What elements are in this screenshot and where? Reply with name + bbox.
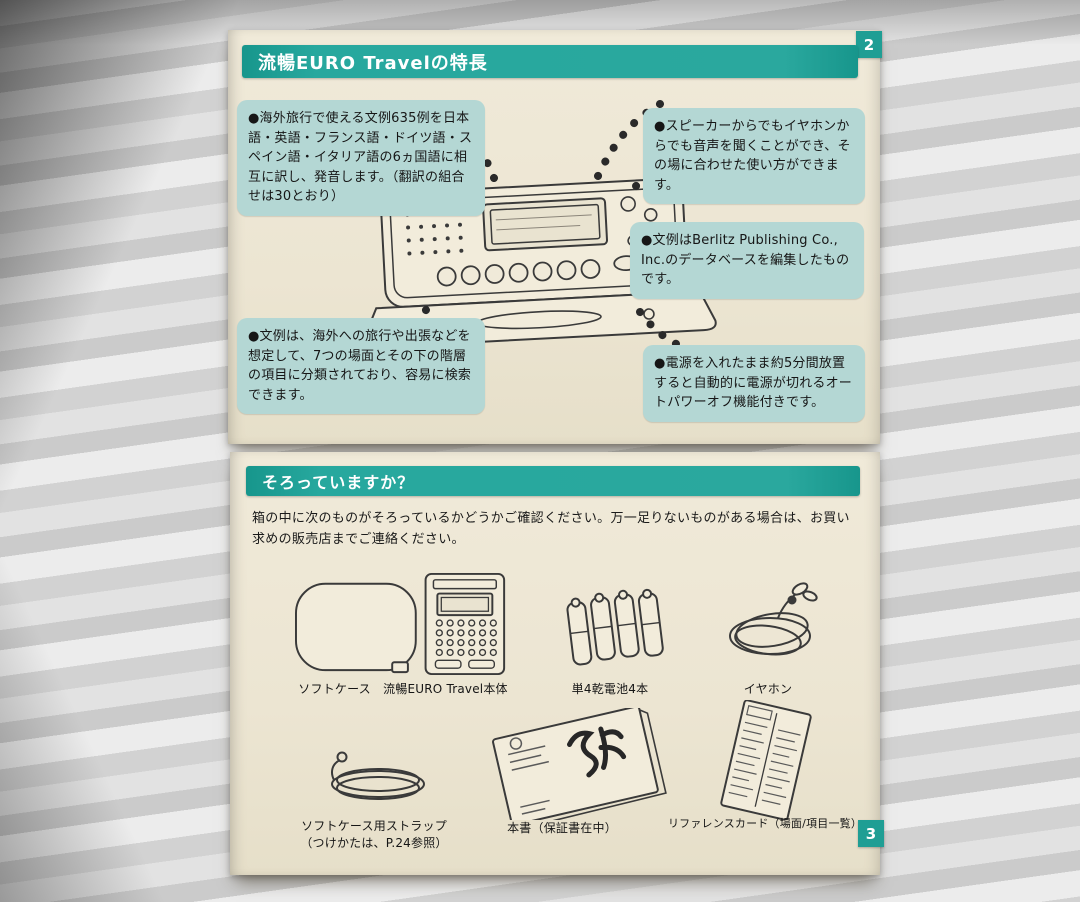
softcase-device-illustration <box>295 572 506 676</box>
earphone-illustration <box>729 582 818 656</box>
strap-caption: ソフトケース用ストラップ （つけかたは、P.24参照） <box>300 819 448 851</box>
page2-header-bar: 流暢EURO Travelの特長 <box>242 45 858 78</box>
feature-box-languages-text: ●海外旅行で使える文例635例を日本語・英語・フランス語・ドイツ語・スペイン語・… <box>248 111 473 204</box>
feature-box-berlitz: ●文例はBerlitz Publishing Co., Inc.のデータベースを… <box>630 222 864 299</box>
contents-check-intro: 箱の中に次のものがそろっているかどうかご確認ください。万一足りないものがある場合… <box>252 511 850 548</box>
softcase-device-caption: ソフトケース 流暢EURO Travel本体 <box>298 682 508 696</box>
reference-card-caption: リファレンスカード（場面/項目一覧） <box>667 817 863 830</box>
reference-card-illustration <box>720 700 812 820</box>
feature-box-autopower-text: ●電源を入れたまま約5分間放置すると自動的に電源が切れるオートパワーオフ機能付き… <box>654 356 853 410</box>
manual-page-3: そろっていますか？ 箱の中に次のものがそろっているかどうかご確認ください。万一足… <box>230 452 884 875</box>
feature-box-languages: ●海外旅行で使える文例635例を日本語・英語・フランス語・ドイツ語・スペイン語・… <box>237 100 485 216</box>
page-number-badge-2: 2 <box>856 31 882 58</box>
batteries-illustration <box>566 588 664 666</box>
feature-box-speaker: ●スピーカーからでもイヤホンからでも音声を聞くことができ、その場に合わせた使い方… <box>643 108 865 204</box>
page-number-badge-3: 3 <box>858 820 884 847</box>
page3-header-bar: そろっていますか？ <box>246 466 860 496</box>
feature-box-berlitz-text: ●文例はBerlitz Publishing Co., Inc.のデータベースを… <box>641 233 850 287</box>
feature-box-speaker-text: ●スピーカーからでもイヤホンからでも音声を聞くことができ、その場に合わせた使い方… <box>654 119 851 193</box>
feature-box-autopower: ●電源を入れたまま約5分間放置すると自動的に電源が切れるオートパワーオフ機能付き… <box>643 345 865 422</box>
manual-page-2: 2 流暢EURO Travelの特長 <box>228 30 882 444</box>
manual-book-caption: 本書（保証書在中） <box>507 821 617 835</box>
manual-book-illustration <box>492 708 667 820</box>
page3-title: そろっていますか？ <box>262 473 415 492</box>
batteries-caption: 単4乾電池4本 <box>571 682 649 696</box>
strap-illustration <box>331 751 425 800</box>
feature-box-scenes-text: ●文例は、海外への旅行や出張などを想定して、7つの場面とその下の階層の項目に分類… <box>248 329 472 403</box>
page2-title: 流暢EURO Travelの特長 <box>258 52 488 74</box>
earphone-caption: イヤホン <box>743 682 793 696</box>
feature-box-scenes: ●文例は、海外への旅行や出張などを想定して、7つの場面とその下の階層の項目に分類… <box>237 318 485 414</box>
